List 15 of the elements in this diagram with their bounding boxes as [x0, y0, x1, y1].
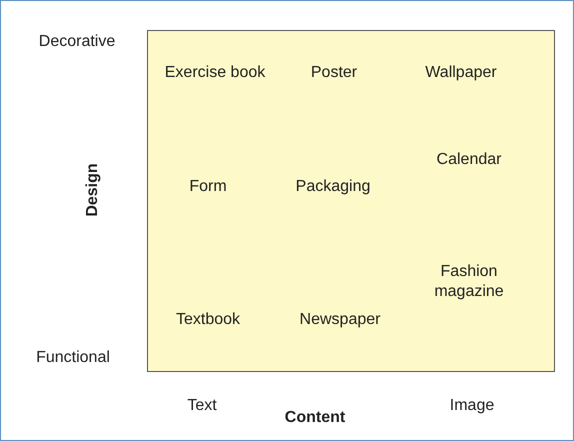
item-label: Packaging — [296, 177, 370, 197]
item-label: Newspaper — [300, 310, 380, 330]
item-label: Wallpaper — [425, 63, 497, 83]
item-label: Form — [189, 177, 227, 197]
item-label: Poster — [310, 63, 358, 83]
item-label: Textbook — [176, 310, 240, 330]
axis-end-label: Image — [450, 396, 494, 416]
item-label: Fashion magazine — [433, 262, 505, 302]
axis-end-label: Decorative — [38, 32, 116, 52]
axis-end-label: Text — [187, 396, 217, 416]
axis-title: Content — [284, 408, 346, 428]
item-label: Exercise book — [164, 63, 266, 83]
item-label: Calendar — [436, 150, 502, 170]
axis-title: Design — [83, 163, 102, 217]
axis-end-label: Functional — [36, 348, 110, 368]
